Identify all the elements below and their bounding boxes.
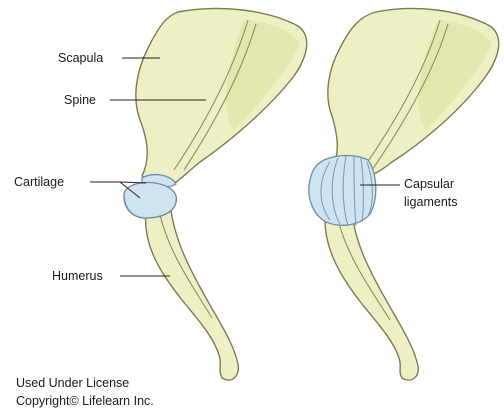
label-cartilage: Cartilage — [14, 175, 64, 189]
credit-line1: Used Under License — [16, 377, 129, 390]
left-shoulder-illustration — [124, 8, 307, 380]
label-scapula: Scapula — [58, 51, 103, 65]
label-spine: Spine — [64, 93, 96, 107]
left-humerus — [146, 200, 239, 380]
right-capsule — [309, 156, 376, 226]
left-humeral-cartilage — [124, 182, 176, 218]
label-capsular-line2: ligaments — [404, 195, 458, 209]
label-humerus: Humerus — [52, 269, 103, 283]
leader-cartilage — [90, 182, 146, 183]
credit-line2: Copyright© Lifelearn Inc. — [16, 395, 154, 408]
right-humerus — [325, 206, 418, 380]
label-capsular-line1: Capsular — [404, 177, 454, 191]
